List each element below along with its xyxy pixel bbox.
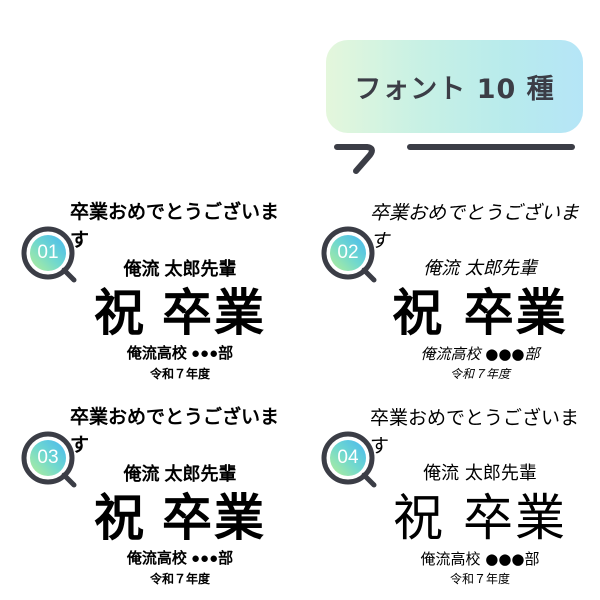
- sample-line-1: 卒業おめでとうございます: [370, 407, 580, 457]
- magnifier-icon: 04: [314, 428, 380, 494]
- sample-line-3: 祝 卒業: [392, 283, 568, 342]
- font-sample-01: 01 卒業おめでとうございます 俺流 太郎先輩 祝 卒業 俺流高校 ●●●部 令…: [0, 195, 300, 395]
- sample-line-2: 俺流 太郎先輩: [123, 464, 237, 484]
- sample-line-1: 卒業おめでとうございます: [370, 202, 580, 252]
- sample-line-4: 俺流高校 ●●●部: [126, 345, 234, 362]
- magnifier-icon: 02: [314, 223, 380, 289]
- speech-tail-icon: [334, 144, 575, 174]
- badge-label: フォント 10 種: [354, 74, 555, 105]
- sample-line-5: 令和７年度: [149, 367, 210, 381]
- sample-number: 04: [337, 447, 359, 468]
- sample-line-4: 俺流高校 ●●●部: [126, 550, 234, 567]
- sample-line-2: 俺流 太郎先輩: [423, 258, 537, 279]
- sample-line-5: 令和７年度: [449, 367, 510, 381]
- sample-line-5: 令和７年度: [149, 572, 210, 586]
- sample-line-1: 卒業おめでとうございます: [70, 407, 280, 456]
- sample-line-4: 俺流高校 ●●●部: [420, 550, 540, 568]
- font-count-badge: フォント 10 種: [326, 40, 583, 133]
- sample-number: 01: [37, 242, 59, 263]
- font-sample-03: 03 卒業おめでとうございます 俺流 太郎先輩 祝 卒業 俺流高校 ●●●部 令…: [0, 400, 300, 600]
- sample-line-1: 卒業おめでとうございます: [70, 202, 280, 251]
- sample-line-3: 祝 卒業: [94, 490, 266, 546]
- sample-line-3: 祝 卒業: [94, 285, 266, 341]
- sample-line-4: 俺流高校 ●●●部: [420, 345, 540, 363]
- sample-line-2: 俺流 太郎先輩: [423, 463, 537, 484]
- magnifier-icon: 01: [14, 223, 80, 289]
- sample-number: 03: [37, 447, 59, 468]
- sample-line-2: 俺流 太郎先輩: [123, 259, 237, 279]
- sample-line-3: 祝 卒業: [393, 489, 567, 547]
- font-sample-04: 04 卒業おめでとうございます 俺流 太郎先輩 祝 卒業 俺流高校 ●●●部 令…: [300, 400, 600, 600]
- sample-line-5: 令和７年度: [449, 572, 510, 586]
- font-sample-02: 02 卒業おめでとうございます 俺流 太郎先輩 祝 卒業 俺流高校 ●●●部 令…: [300, 195, 600, 395]
- sample-number: 02: [337, 242, 359, 263]
- magnifier-icon: 03: [14, 428, 80, 494]
